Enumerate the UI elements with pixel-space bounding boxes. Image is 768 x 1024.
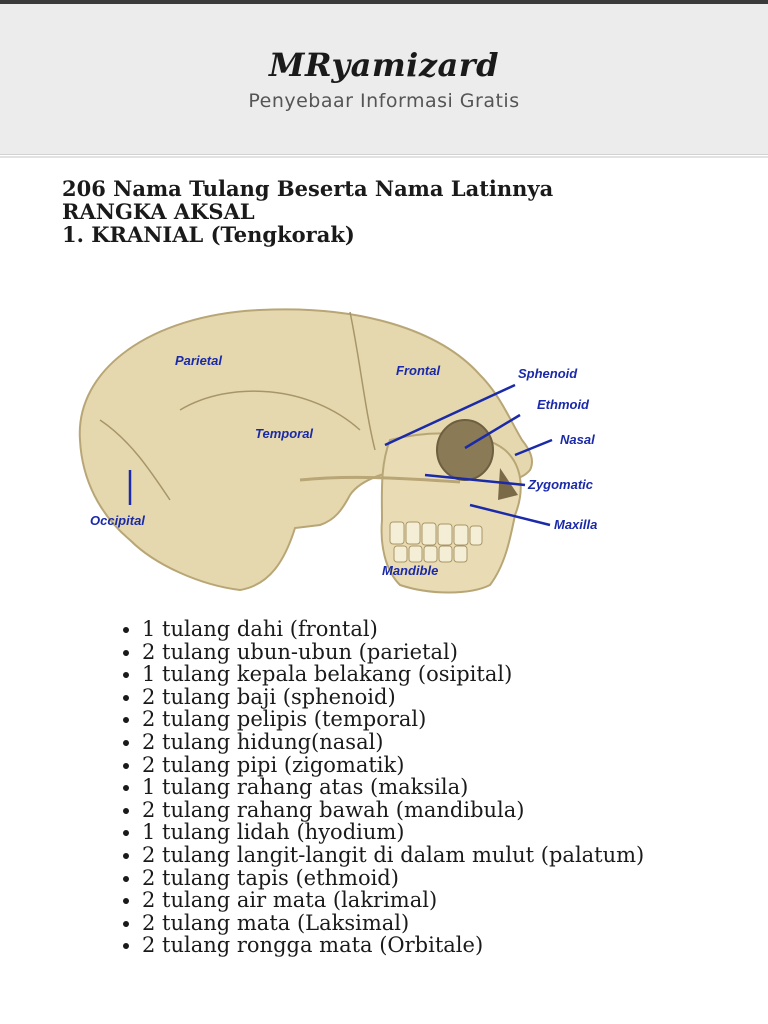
top-status-strip [0,0,768,4]
bone-list-item: 2 tulang baji (sphenoid) [142,686,742,709]
skull-suture-lambdoid [99,419,171,501]
bone-list-item: 1 tulang kepala belakang (osipital) [142,663,742,686]
bone-list-item: 1 tulang rahang atas (maksila) [142,776,742,799]
diagram-pointer-lines [128,383,553,527]
label-occipital: Occipital [90,513,145,528]
section-heading: RANGKA AKSAL [62,199,255,224]
post-title: 206 Nama Tulang Beserta Nama Latinnya [62,176,554,201]
subsection-heading: 1. KRANIAL (Tengkorak) [62,222,355,247]
site-tagline: Penyebaar Informasi Gratis [248,90,520,112]
header-divider [0,156,768,158]
blog-header: MRyamizard Penyebaar Informasi Gratis [0,4,768,155]
label-temporal: Temporal [255,426,313,441]
label-mandible: Mandible [382,563,438,578]
label-zygomatic: Zygomatic [527,477,594,492]
bone-list-item: 2 tulang langit-langit di dalam mulut (p… [142,844,742,867]
bone-list-item: 2 tulang rahang bawah (mandibula) [142,799,742,822]
label-maxilla: Maxilla [554,517,597,532]
bone-list-item: 2 tulang pipi (zigomatik) [142,753,742,777]
bone-list-item: 2 tulang mata (Laksimal) [142,912,742,935]
label-sphenoid: Sphenoid [518,366,578,381]
bone-list-item: 2 tulang tapis (ethmoid) [142,866,742,890]
label-parietal: Parietal [175,353,222,368]
site-title[interactable]: MRyamizard [269,46,499,84]
label-frontal: Frontal [396,363,440,378]
skull-suture-coronal [349,311,376,451]
skull-orbit [436,419,494,481]
bone-list-item: 1 tulang lidah (hyodium) [142,821,742,844]
skull-zygomatic-arch [299,475,461,484]
skull-diagram: Parietal Frontal Sphenoid Ethmoid Tempor… [60,300,640,600]
bone-list-item: 2 tulang hidung(nasal) [142,731,742,754]
bone-list-item: 2 tulang pelipis (temporal) [142,708,742,731]
bone-list-item: 2 tulang air mata (lakrimal) [142,889,742,912]
bone-list-item: 2 tulang rongga mata (Orbitale) [142,934,742,957]
skull-illustration: Parietal Frontal Sphenoid Ethmoid Tempor… [78,308,597,594]
bone-list-item: 1 tulang dahi (frontal) [142,618,742,641]
label-ethmoid: Ethmoid [537,397,590,412]
bone-list-item: 2 tulang ubun-ubun (parietal) [142,640,742,664]
post-body: 206 Nama Tulang Beserta Nama Latinnya RA… [62,176,742,247]
bone-list: 1 tulang dahi (frontal)2 tulang ubun-ubu… [110,618,742,957]
skull-suture-squamosal [179,390,361,431]
label-nasal: Nasal [560,432,595,447]
skull-teeth [389,521,483,563]
